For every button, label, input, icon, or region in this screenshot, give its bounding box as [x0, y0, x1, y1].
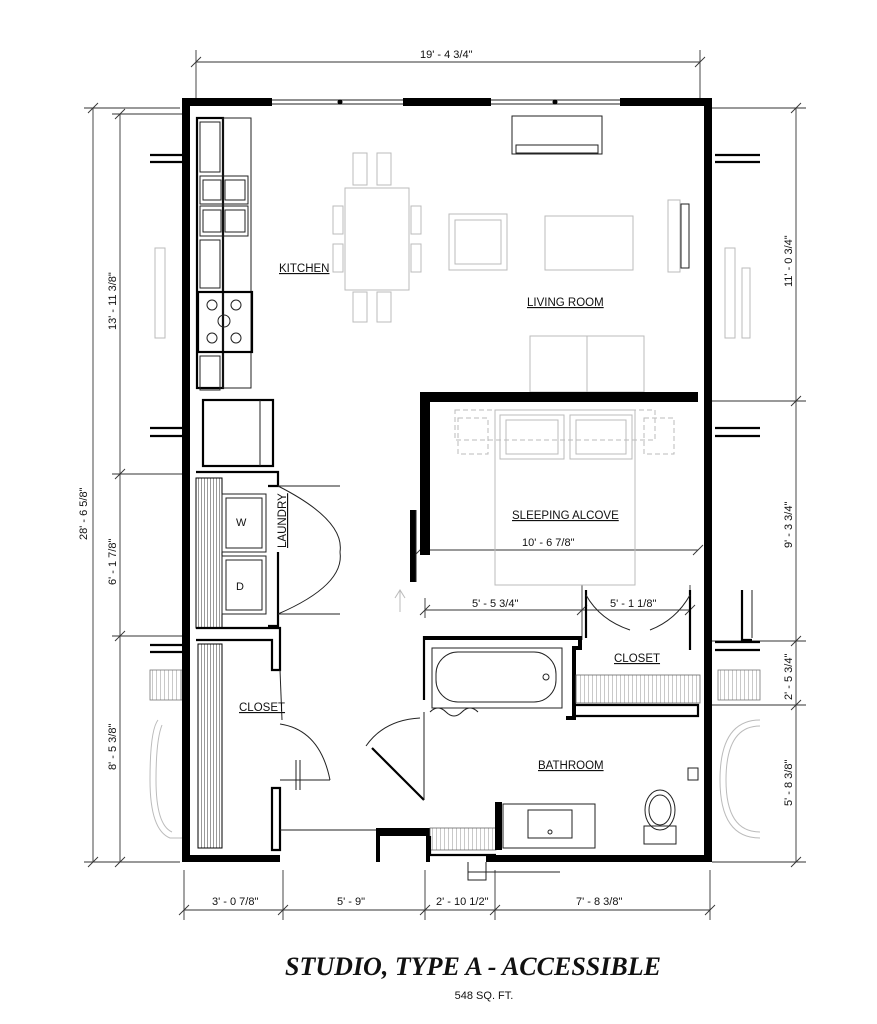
dim-bottom-4: 7' - 8 3/8"	[576, 896, 622, 908]
dimension-lines	[84, 50, 806, 920]
dim-interior-right: 5' - 1 1/8"	[610, 598, 656, 610]
room-label-closet-right: CLOSET	[614, 653, 660, 665]
kitchen-cabinets	[195, 116, 275, 468]
room-label-laundry: LAUNDRY	[277, 493, 289, 548]
dim-interior-left: 5' - 5 3/4"	[472, 598, 518, 610]
sleeping-alcove	[394, 392, 698, 612]
exterior-walls	[182, 98, 712, 881]
dim-left-overall: 28' - 6 5/8"	[78, 487, 90, 540]
living-furniture	[332, 115, 690, 393]
dim-alcove-width: 10' - 6 7/8"	[522, 537, 575, 549]
bathroom	[365, 590, 701, 857]
dim-bottom-2: 5' - 9"	[337, 896, 365, 908]
laundry-area: W D LAUNDRY	[195, 470, 341, 629]
washer-label: W	[236, 517, 247, 529]
dim-right-small: 2' - 5 3/4"	[783, 654, 795, 700]
left-closet	[196, 626, 376, 852]
dim-left-lower: 8' - 5 3/8"	[107, 724, 119, 770]
plan-title: STUDIO, TYPE A - ACCESSIBLE	[285, 952, 661, 981]
room-label-closet-left: CLOSET	[239, 702, 285, 714]
room-label-bathroom: BATHROOM	[538, 760, 604, 772]
dryer-label: D	[236, 581, 244, 593]
dim-right-lower: 5' - 8 3/8"	[783, 760, 795, 806]
dimension-labels: 19' - 4 3/4" 28' - 6 5/8" 13' - 11 3/8" …	[78, 49, 795, 908]
plan-area: 548 SQ. FT.	[455, 990, 514, 1002]
adjacent-walls	[149, 153, 761, 839]
room-label-sleeping-alcove: SLEEPING ALCOVE	[512, 510, 619, 522]
dim-bottom-1: 3' - 0 7/8"	[212, 896, 258, 908]
room-label-living-room: LIVING ROOM	[527, 297, 604, 309]
dim-left-middle: 6' - 1 7/8"	[107, 539, 119, 585]
room-label-kitchen: KITCHEN	[279, 263, 329, 275]
dim-right-upper: 11' - 0 3/4"	[783, 235, 795, 287]
room-labels: KITCHEN LIVING ROOM SLEEPING ALCOVE CLOS…	[239, 263, 660, 772]
dim-left-upper: 13' - 11 3/8"	[107, 272, 119, 330]
dim-top-overall: 19' - 4 3/4"	[420, 49, 473, 61]
dim-right-middle: 9' - 3 3/4"	[783, 502, 795, 548]
dim-bottom-3: 2' - 10 1/2"	[436, 896, 489, 908]
